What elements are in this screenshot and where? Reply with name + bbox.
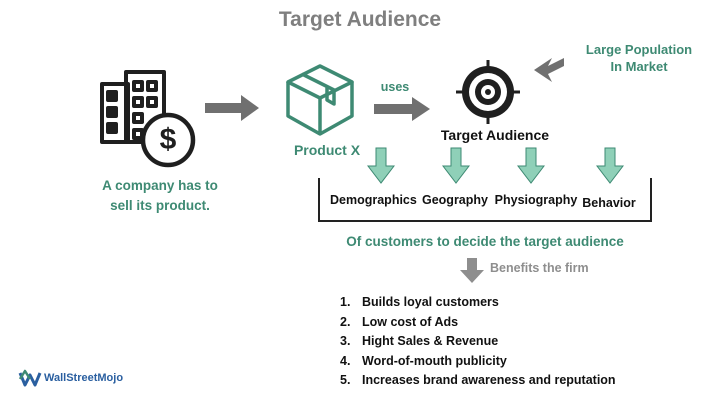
company-building-icon bbox=[100, 70, 196, 168]
diagram-title: Target Audience bbox=[278, 8, 442, 31]
category-arrow-physiography bbox=[516, 147, 546, 184]
product-label: Product X bbox=[293, 142, 361, 158]
list-item-text: Low cost of Ads bbox=[362, 314, 459, 329]
list-item: 1. Builds loyal customers bbox=[340, 293, 616, 313]
list-item-text: Increases brand awareness and reputation bbox=[362, 373, 616, 388]
category-arrow-geography bbox=[441, 147, 471, 184]
arrow-company-to-product bbox=[205, 95, 259, 121]
target-audience-label: Target Audience bbox=[440, 127, 550, 143]
dollar-icon: $ bbox=[159, 123, 177, 156]
wallstreetmojo-logo-icon bbox=[18, 369, 42, 387]
category-arrow-demographics bbox=[366, 147, 396, 184]
category-arrow-behavior bbox=[595, 147, 625, 184]
large-population-line1: Large Population bbox=[585, 42, 693, 57]
target-icon bbox=[456, 60, 520, 124]
large-population-label: Large Population In Market bbox=[564, 41, 714, 75]
list-item-text: Hight Sales & Revenue bbox=[362, 334, 499, 349]
category-geography: Geography bbox=[422, 193, 488, 207]
category-bracket bbox=[318, 178, 652, 222]
logo-text: WallStreetMojo bbox=[44, 372, 124, 384]
company-caption: A company has to sell its product. bbox=[102, 178, 218, 213]
benefits-label: Benefits the firm bbox=[490, 261, 589, 275]
list-item-number: 3. bbox=[340, 334, 351, 349]
list-item-number: 2. bbox=[340, 314, 351, 329]
list-item-number: 4. bbox=[340, 353, 351, 368]
list-item: 3. Hight Sales & Revenue bbox=[340, 332, 616, 352]
category-demographics: Demographics bbox=[330, 193, 417, 207]
list-item: 4. Word-of-mouth publicity bbox=[340, 352, 616, 372]
arrow-product-to-target bbox=[374, 97, 430, 121]
list-item-number: 1. bbox=[340, 295, 351, 309]
list-item: 5. Increases brand awareness and reputati… bbox=[340, 371, 616, 391]
list-item: 2. Low cost of Ads bbox=[340, 313, 616, 333]
decision-text: Of customers to decide the target audien… bbox=[346, 234, 624, 249]
arrow-to-benefits bbox=[460, 258, 484, 283]
large-population-line2: In Market bbox=[610, 59, 668, 74]
category-physiography: Physiography bbox=[494, 193, 578, 207]
category-behavior: Behavior bbox=[582, 196, 636, 210]
benefits-list: 1. Builds loyal customers 2. Low cost of A… bbox=[340, 293, 616, 391]
product-box-icon bbox=[286, 64, 354, 136]
arrow-population-to-target bbox=[534, 58, 564, 82]
list-item-number: 5. bbox=[340, 373, 351, 388]
list-item-text: Word-of-mouth publicity bbox=[362, 353, 507, 368]
uses-label: uses bbox=[380, 80, 410, 94]
list-item-text: Builds loyal customers bbox=[362, 295, 499, 309]
